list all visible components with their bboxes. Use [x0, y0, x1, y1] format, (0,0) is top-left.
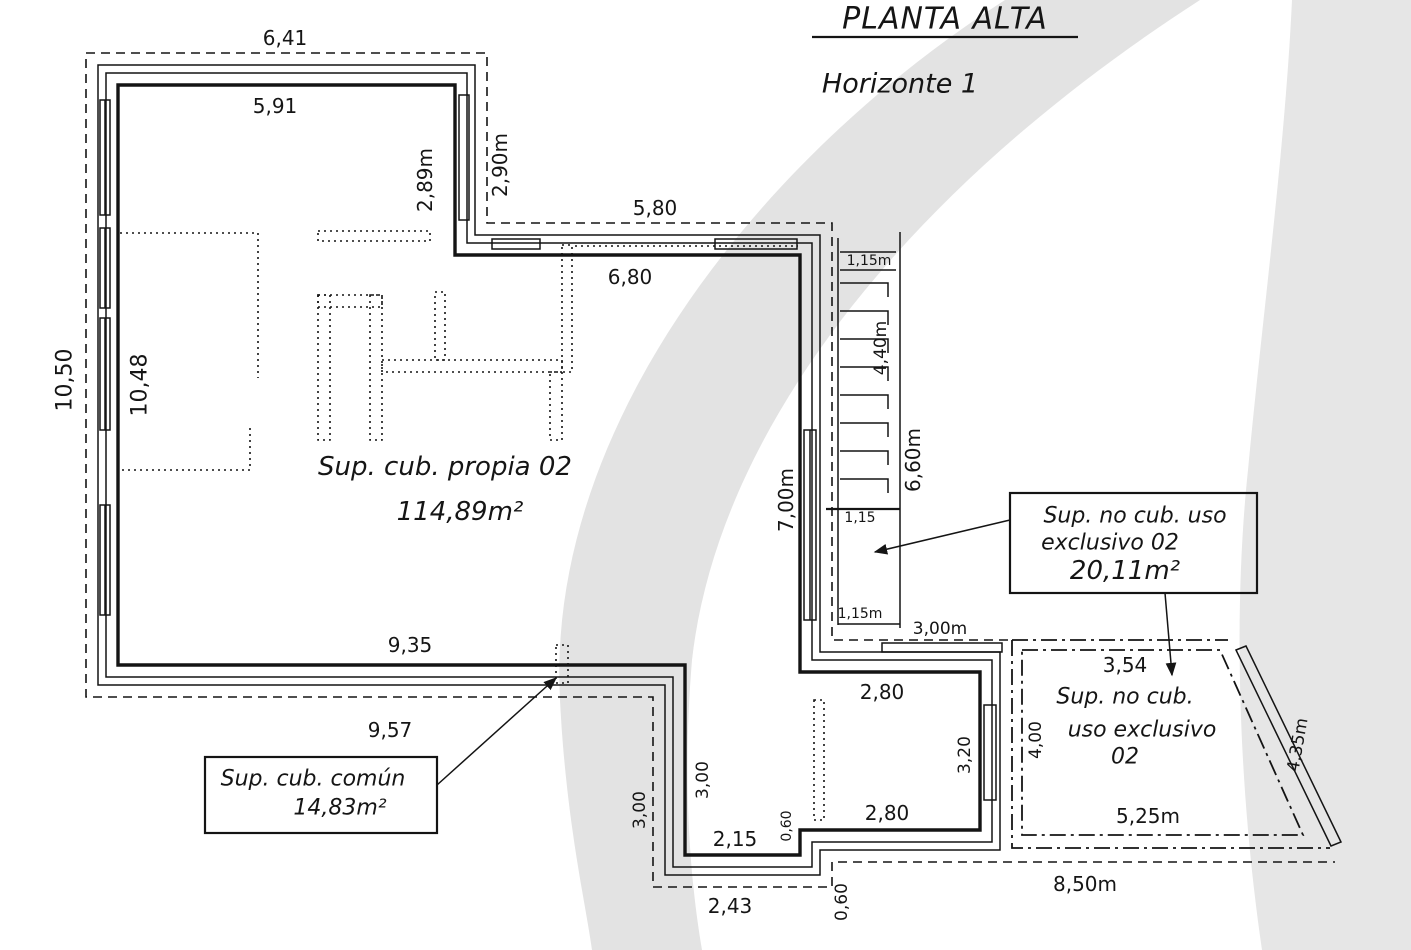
- dim-step-small: 0,60: [779, 810, 795, 841]
- stair-step: [840, 282, 889, 297]
- terrace-parapet: [1234, 645, 1343, 847]
- dim-middle-top-interior: 6,80: [608, 265, 653, 289]
- leader-arrow-stair: [873, 519, 1011, 555]
- dim-middle-top-exterior: 5,80: [633, 196, 678, 220]
- window-middle-top-2: [714, 238, 798, 250]
- dim-opening-width: 3,00m: [913, 619, 967, 639]
- beam-cap: [317, 294, 383, 308]
- stair-step: [840, 310, 889, 325]
- dim-upper-room-right-exterior: 2,90m: [488, 133, 512, 197]
- dim-upper-room-right-interior: 2,89m: [413, 148, 437, 212]
- beam-upper-left-b: [120, 428, 251, 471]
- label-common-covered: Sup. cub. común: [221, 767, 406, 792]
- dim-left-exterior: 10,50: [53, 349, 78, 412]
- terrace-outline-outer: [1011, 639, 1330, 849]
- label-terrace-2: uso exclusivo: [1068, 718, 1217, 743]
- plan-title: PLANTA ALTA Horizonte 1: [812, 2, 1078, 100]
- page-subtitle: Horizonte 1: [822, 69, 978, 100]
- dim-small-room-top: 2,80: [860, 680, 905, 704]
- dim-bottom-interior: 9,35: [388, 633, 433, 657]
- beam-vertical-tall: [561, 244, 573, 373]
- beam-leg-left: [317, 294, 331, 441]
- label-exclusive-uncovered-area: 20,11m²: [1070, 556, 1180, 586]
- box-exclusive-uncovered: [1008, 491, 1259, 595]
- window-upper-right: [458, 94, 470, 221]
- watermark: [559, 0, 1411, 950]
- dim-terrace-left: 4,00: [1026, 721, 1046, 759]
- window-small-room-right: [983, 704, 997, 801]
- label-terrace-1: Sup. no cub.: [1056, 685, 1193, 710]
- stair-step: [840, 338, 889, 353]
- terrace: [1011, 639, 1343, 849]
- beam-top-short: [317, 230, 431, 242]
- dim-corridor-bottom-exterior: 2,43: [708, 894, 753, 918]
- column-common: [555, 644, 569, 684]
- stair-step: [840, 394, 889, 409]
- stair-step: [840, 450, 889, 465]
- beam-leg-right: [369, 294, 383, 441]
- window-middle-top-1: [491, 238, 541, 250]
- dim-small-room-bottom: 2,80: [865, 801, 910, 825]
- beams: [120, 230, 825, 821]
- dim-upper-room-top-exterior: 6,41: [263, 26, 308, 50]
- dim-step-exterior: 0,60: [832, 883, 852, 921]
- watermark-arc-left: [559, 0, 1200, 950]
- beam-leg-far-right: [549, 371, 563, 441]
- box-common-covered: [203, 755, 439, 835]
- leader-arrow-terrace: [1164, 592, 1177, 677]
- dim-corridor-left-exterior: 3,00: [630, 791, 650, 829]
- watermark-arc-right: [1239, 0, 1411, 950]
- label-common-covered-area: 14,83m²: [293, 796, 386, 821]
- beam-horizontal: [381, 359, 563, 373]
- dim-bottom-exterior: 9,57: [368, 718, 413, 742]
- dim-stair-width-bottom: 1,15m: [838, 606, 883, 622]
- beam-upper-left-a: [120, 232, 259, 378]
- dim-upper-room-top-interior: 5,91: [253, 94, 298, 118]
- walls: [85, 52, 1335, 888]
- dim-terrace-bottom: 5,25m: [1116, 804, 1180, 828]
- wall-face-middle: [105, 72, 993, 868]
- label-exclusive-uncovered-1: Sup. no cub. uso: [1043, 504, 1226, 529]
- stair: [826, 232, 901, 628]
- dim-middle-right-wall: 7,00m: [774, 468, 798, 532]
- dim-stair-width-top: 1,15m: [847, 253, 892, 269]
- leaders: [436, 519, 1177, 786]
- wall-interior-line: [116, 83, 982, 857]
- beam-vertical-short: [434, 291, 446, 361]
- dim-stair-total: 6,60m: [901, 428, 925, 492]
- area-labels: Sup. cub. propia 02 114,89m² Sup. no cub…: [203, 452, 1259, 835]
- dim-left-interior: 10,48: [128, 354, 153, 417]
- label-own-covered-area: 114,89m²: [397, 497, 524, 527]
- dim-terrace-top: 3,54: [1103, 653, 1148, 677]
- dimension-labels: 6,41 5,91 2,89m 2,90m 5,80 6,80 1,15m 4,…: [53, 26, 1313, 921]
- leader-arrow-common: [436, 677, 558, 786]
- dim-stair-run: 4,40m: [871, 321, 891, 375]
- wall-face-outer: [97, 64, 1001, 876]
- dim-stair-width-mid: 1,15: [844, 510, 875, 526]
- label-own-covered: Sup. cub. propia 02: [318, 452, 572, 482]
- windows: [99, 94, 1003, 801]
- terrace-outline-inner: [1021, 649, 1305, 836]
- beam-small-room: [813, 699, 825, 821]
- dim-corridor-bottom-interior: 2,15: [713, 827, 758, 851]
- label-terrace-3: 02: [1111, 745, 1139, 770]
- dim-overall-bottom: 8,50m: [1053, 872, 1117, 896]
- stair-step: [840, 366, 889, 381]
- opening-small-room-top: [881, 642, 1003, 653]
- stair-step: [840, 478, 889, 493]
- label-exclusive-uncovered-2: exclusivo 02: [1041, 531, 1179, 556]
- page-title: PLANTA ALTA: [842, 2, 1048, 37]
- dim-small-room-right: 3,20: [955, 736, 975, 774]
- wall-outer-dashed: [85, 52, 1335, 888]
- stair-step: [840, 422, 889, 437]
- dim-corridor-left-interior: 3,00: [693, 761, 713, 799]
